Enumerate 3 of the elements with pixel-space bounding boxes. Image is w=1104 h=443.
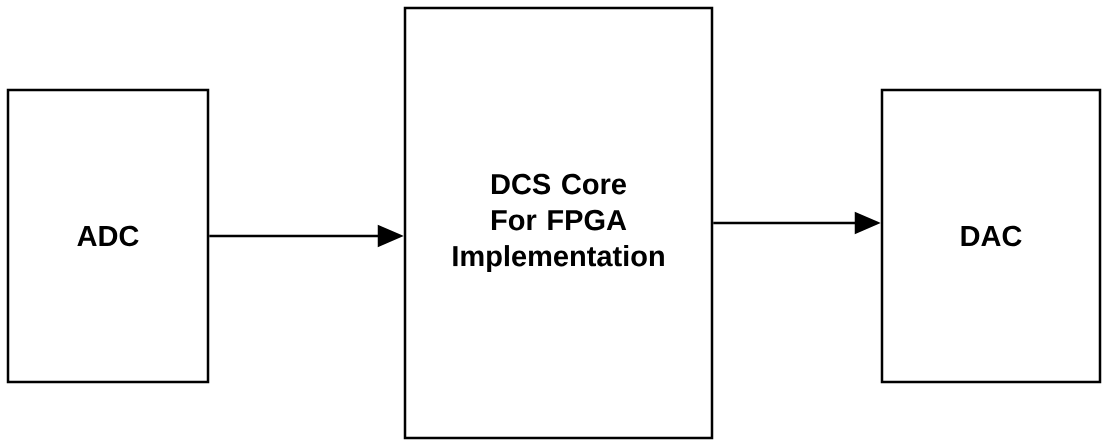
block-box: DCS Core For FPGA Implementation — [403, 6, 714, 440]
block-box: ADC — [6, 88, 210, 384]
block-box: DAC — [880, 88, 1102, 384]
